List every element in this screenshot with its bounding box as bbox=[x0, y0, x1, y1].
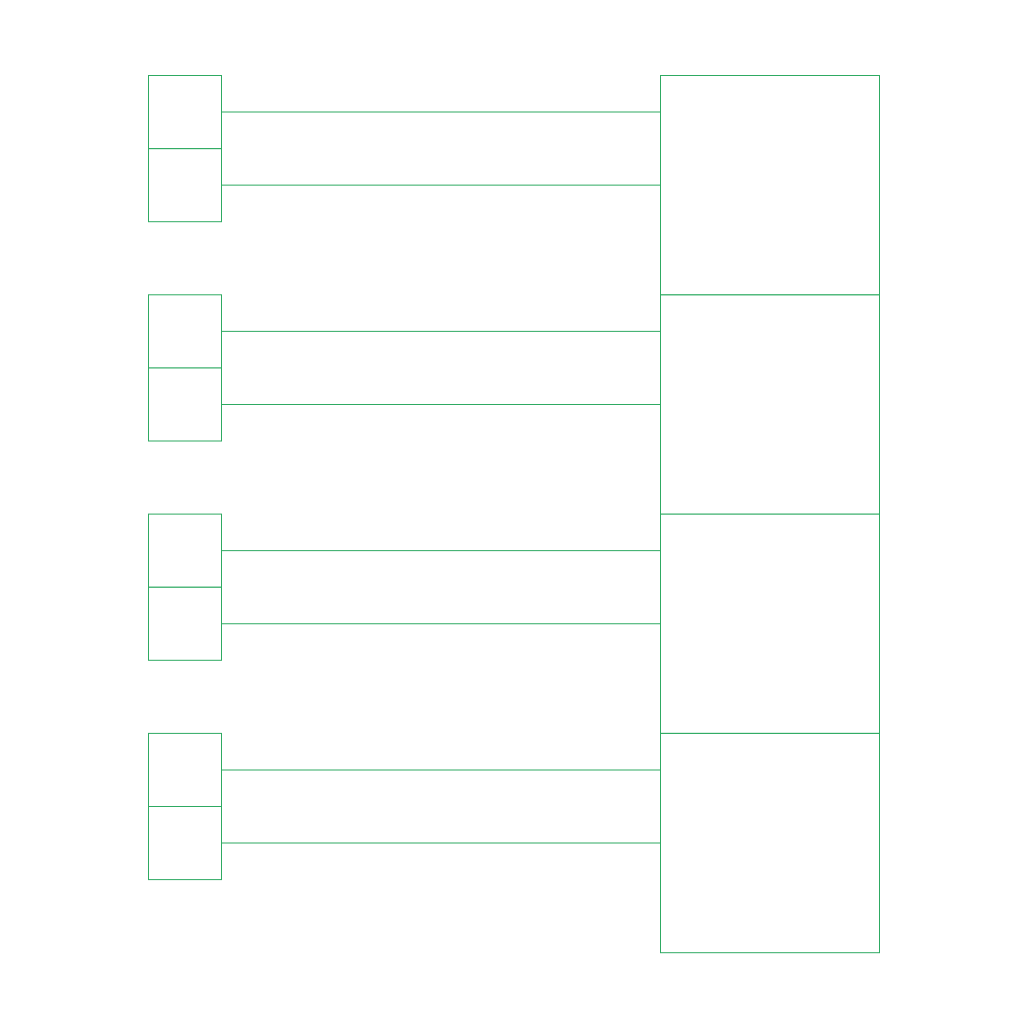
input-box-1-1 bbox=[148, 75, 222, 150]
input-box-1-2 bbox=[148, 148, 222, 223]
target-box-1 bbox=[660, 75, 880, 296]
target-box-2 bbox=[660, 294, 880, 515]
input-box-3-1 bbox=[148, 513, 222, 588]
input-box-3-2 bbox=[148, 586, 222, 661]
input-box-2-2 bbox=[148, 367, 222, 442]
input-box-4-1 bbox=[148, 732, 222, 808]
target-box-4 bbox=[660, 732, 880, 954]
input-box-4-2 bbox=[148, 806, 222, 881]
target-box-3 bbox=[660, 513, 880, 734]
input-box-2-1 bbox=[148, 294, 222, 369]
